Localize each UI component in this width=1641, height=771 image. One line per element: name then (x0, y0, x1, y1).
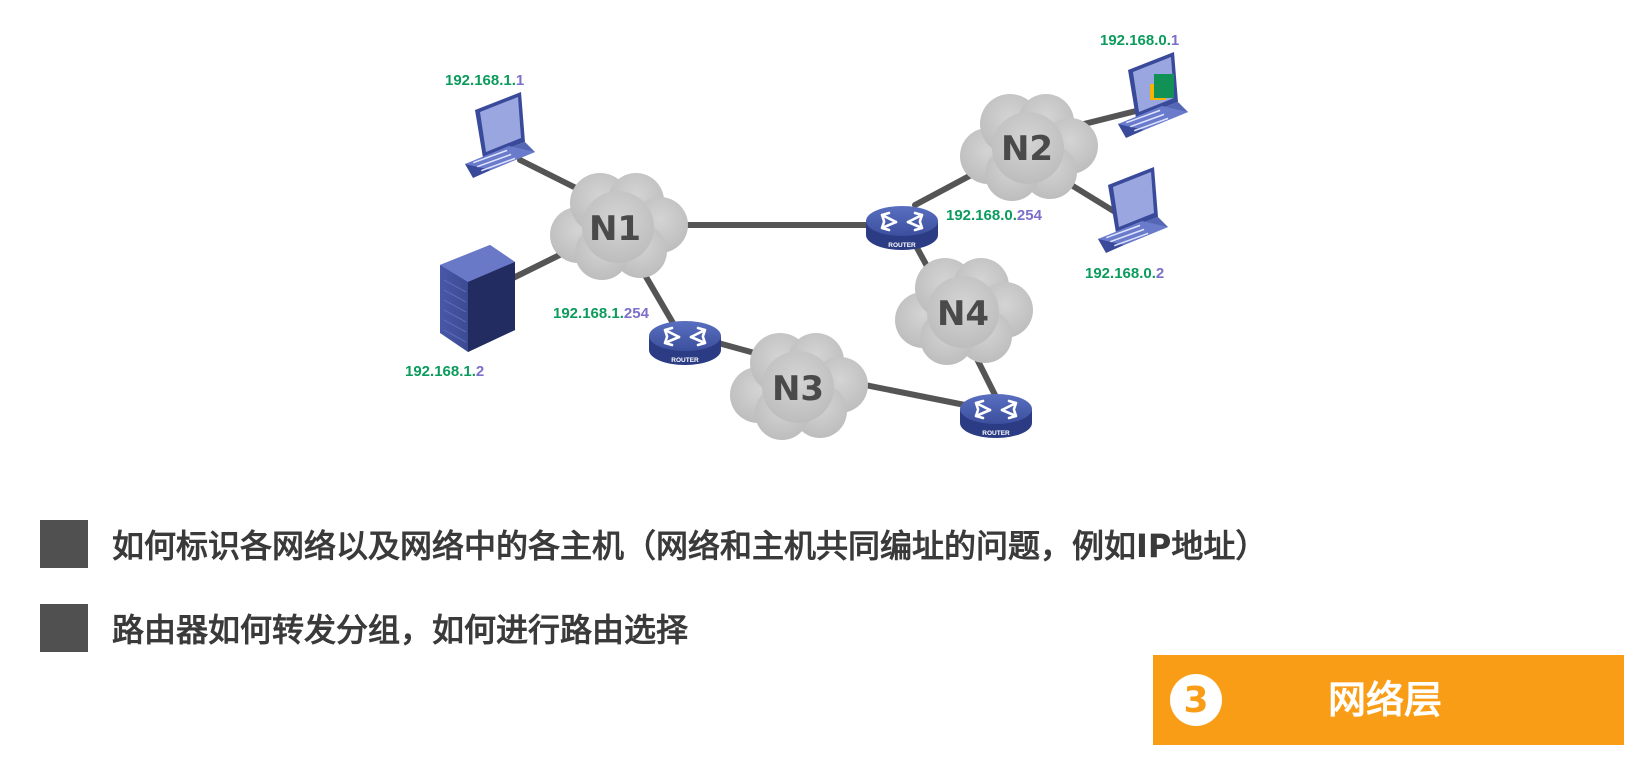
bullet-square-icon (40, 520, 88, 568)
bullet-item-addressing: 如何标识各网络以及网络中的各主机（网络和主机共同编址的问题，例如IP地址） (40, 520, 1267, 568)
router-icon-b: ROUTER (864, 204, 940, 252)
section-banner: 3 网络层 (1153, 655, 1624, 745)
bullet-text: 路由器如何转发分组，如何进行路由选择 (112, 611, 689, 649)
svg-text:ROUTER: ROUTER (671, 357, 699, 364)
router-icon-c: ROUTER (958, 392, 1034, 440)
router-icon-a: ROUTER (647, 319, 723, 367)
network-label-n1: N1 (589, 209, 641, 249)
ip-label-192-168-0-254: 192.168.0.254 (946, 207, 1043, 224)
server-icon (440, 245, 515, 352)
bullet-item-routing: 路由器如何转发分组，如何进行路由选择 (40, 604, 688, 652)
section-title: 网络层 (1328, 678, 1443, 722)
ip-label-192-168-1-1: 192.168.1.1 (445, 72, 524, 89)
ip-label-192-168-1-254: 192.168.1.254 (553, 305, 650, 322)
network-label-n4: N4 (937, 294, 989, 334)
svg-text:ROUTER: ROUTER (982, 430, 1010, 437)
network-diagram: N1 N2 N3 N4 ROUTER ROUTER ROUTER (405, 32, 1188, 440)
network-label-n2: N2 (1001, 129, 1053, 169)
laptop-icon-192-168-0-1 (1118, 52, 1188, 138)
svg-text:ROUTER: ROUTER (888, 242, 916, 249)
ip-label-192-168-0-2: 192.168.0.2 (1085, 265, 1164, 282)
ip-label-192-168-1-2: 192.168.1.2 (405, 363, 484, 380)
ip-label-192-168-0-1: 192.168.0.1 (1100, 32, 1179, 49)
network-label-n3: N3 (772, 369, 824, 409)
bullet-text: 如何标识各网络以及网络中的各主机（网络和主机共同编址的问题，例如IP地址） (112, 527, 1268, 565)
bullet-square-icon (40, 604, 88, 652)
section-number-badge: 3 (1170, 674, 1222, 726)
